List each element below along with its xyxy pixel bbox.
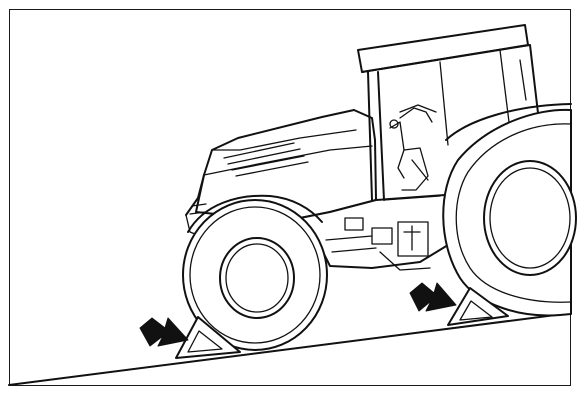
arrow-right-icon <box>140 318 188 346</box>
arrow-right-icon <box>410 283 456 311</box>
rear-wheel <box>443 104 576 315</box>
